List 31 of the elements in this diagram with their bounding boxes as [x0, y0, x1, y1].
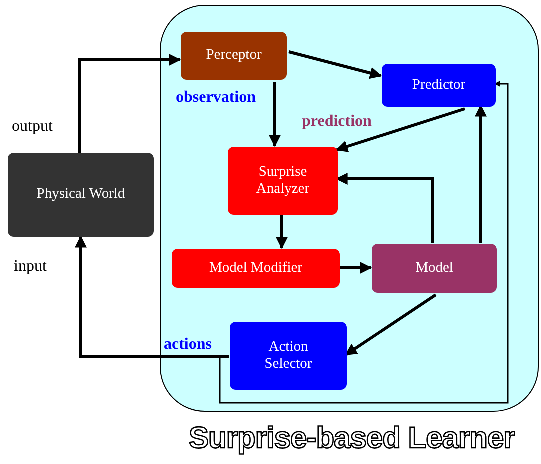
edge-label: prediction [302, 113, 372, 131]
node-label: Physical World [36, 186, 126, 204]
arrow [339, 262, 372, 274]
world-box [8, 153, 154, 237]
process-box [181, 32, 287, 80]
arrow [288, 50, 382, 80]
arrow [78, 54, 182, 153]
process-box [230, 322, 347, 390]
process-box [382, 64, 496, 107]
process-box [228, 147, 338, 215]
model-box [372, 244, 497, 293]
arrow [336, 173, 434, 243]
arrow [75, 236, 229, 358]
process-box [172, 249, 340, 288]
edge-label: actions [164, 336, 212, 354]
arrow [269, 82, 281, 148]
node-label: Action Selector [264, 338, 314, 374]
arrow [219, 81, 509, 404]
node-label: Perceptor [206, 47, 262, 65]
node-label: Predictor [412, 76, 466, 94]
edge-label: output [12, 118, 53, 136]
arrow [336, 108, 466, 152]
node-label: Model [416, 260, 454, 278]
arrow [276, 214, 288, 250]
signal-label: input [14, 258, 47, 276]
container-heading: Surprise-based Learner [189, 421, 515, 457]
node-label: Model Modifier [209, 260, 303, 278]
node-label: Surprise Analyzer [255, 164, 311, 198]
arrow [475, 104, 487, 243]
arrow [345, 294, 437, 356]
edge-label: observation [176, 89, 256, 107]
